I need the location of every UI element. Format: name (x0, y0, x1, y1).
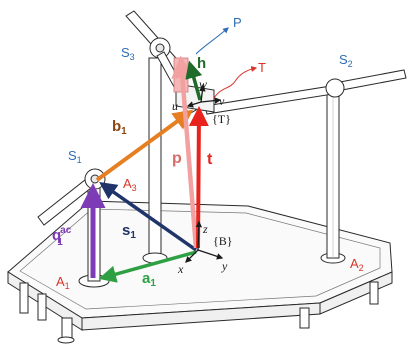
base-feet (19, 281, 379, 344)
vector-b1 (95, 109, 194, 182)
label-u: u (172, 99, 178, 113)
label-b1: b1 (112, 118, 127, 137)
label-h: h (197, 55, 206, 72)
pointer-t (213, 66, 258, 99)
label-t-vector: t (207, 151, 213, 168)
label-t-point: T (258, 60, 266, 75)
label-x-axis: x (177, 262, 184, 276)
label-s1: S1 (68, 148, 82, 165)
vector-h (185, 60, 203, 101)
pointer-p (195, 27, 229, 55)
label-z-axis: z (202, 222, 208, 236)
vector-s1 (99, 181, 198, 252)
vector-a1 (98, 250, 197, 283)
label-y-axis: y (221, 259, 228, 273)
label-a2: A2 (350, 256, 364, 273)
label-p-vector: p (172, 150, 182, 167)
label-a1-vector: a1 (142, 270, 156, 289)
label-s1-vector: s1 (122, 222, 136, 241)
strut-s2 (204, 69, 407, 264)
frame-t-axes (186, 84, 222, 108)
label-s3: S3 (121, 45, 135, 62)
label-w: w (199, 77, 207, 91)
label-v: v (219, 94, 225, 108)
frame-b-axes (185, 220, 224, 263)
label-p-point: P (233, 15, 242, 30)
label-a3: A3 (123, 176, 137, 193)
label-frame-t: {T} (212, 112, 231, 126)
label-s2: S2 (339, 52, 353, 69)
label-a1: A1 (56, 274, 70, 291)
label-frame-b: {B} (213, 234, 233, 248)
vector-p (171, 55, 199, 249)
